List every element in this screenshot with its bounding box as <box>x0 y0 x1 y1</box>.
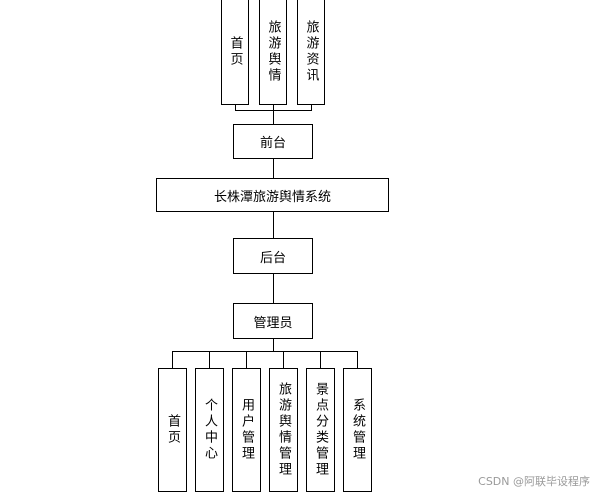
admin-module-box: 用户管理 <box>232 368 261 492</box>
module-label: 旅游舆情 <box>265 19 281 84</box>
connector <box>273 105 274 124</box>
back-end-label: 后台 <box>259 250 286 266</box>
back-end-box: 后台 <box>233 238 313 274</box>
connector <box>172 351 173 368</box>
front-end-label: 前台 <box>259 136 286 151</box>
admin-module-label: 系统管理 <box>350 398 365 462</box>
admin-box: 管理员 <box>233 303 313 339</box>
connector <box>235 105 236 111</box>
admin-module-box: 首页 <box>158 368 187 492</box>
admin-module-label: 首页 <box>165 414 180 446</box>
module-label: 旅游资讯 <box>303 19 319 84</box>
module-box: 首页 <box>221 0 249 105</box>
admin-module-box: 景点分类管理 <box>306 368 335 492</box>
watermark: CSDN @阿联毕设程序 <box>478 475 590 488</box>
connector <box>311 105 312 111</box>
connector <box>273 274 274 303</box>
connector <box>320 351 321 368</box>
admin-module-label: 景点分类管理 <box>313 382 328 478</box>
admin-module-label: 个人中心 <box>202 398 217 462</box>
connector <box>246 351 247 368</box>
connector <box>235 110 312 111</box>
connector <box>273 159 274 178</box>
system-title: 长株潭旅游舆情系统 <box>213 189 331 205</box>
admin-module-label: 旅游舆情管理 <box>276 382 291 478</box>
admin-module-box: 个人中心 <box>195 368 224 492</box>
module-box: 旅游舆情 <box>259 0 287 105</box>
module-label: 首页 <box>227 35 243 68</box>
connector <box>273 212 274 238</box>
connector <box>209 351 210 368</box>
connector <box>357 351 358 368</box>
connector <box>172 351 358 352</box>
admin-module-label: 用户管理 <box>239 398 254 462</box>
module-box: 旅游资讯 <box>297 0 325 105</box>
front-end-box: 前台 <box>233 124 313 159</box>
system-title-box: 长株潭旅游舆情系统 <box>156 178 389 212</box>
admin-module-box: 系统管理 <box>343 368 372 492</box>
connector <box>273 339 274 351</box>
connector <box>283 351 284 368</box>
admin-label: 管理员 <box>253 315 293 331</box>
admin-module-box: 旅游舆情管理 <box>269 368 298 492</box>
